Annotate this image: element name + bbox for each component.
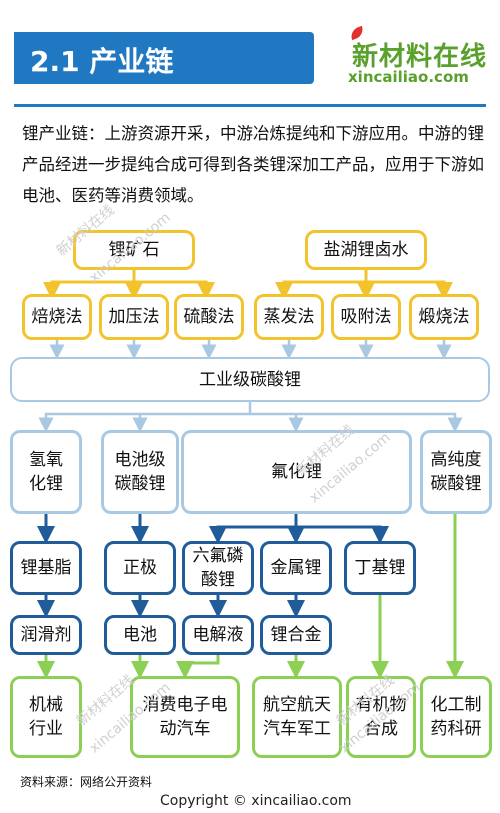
application-organic-synthesis: 有机物合成 [346,676,416,758]
product-cathode: 正极 [104,541,176,595]
intro-paragraph: 锂产业链：上游资源开采，中游冶炼提纯和下游应用。中游的锂产品经进一步提纯合成可得… [22,124,484,205]
product-butyllithium: 丁基锂 [344,541,416,595]
method-calcination: 煅烧法 [409,294,479,340]
mid-lithium-fluoride: 氟化锂 [181,430,412,514]
intermediate-electrolyte: 电解液 [182,615,254,655]
application-chemical-pharma-research: 化工制药科研 [420,676,492,758]
product-lithium-hexafluorophosphate: 六氟磷酸锂 [182,541,254,595]
header-divider [14,104,486,107]
logo-name-en: xincailiao.com [348,68,469,86]
method-sulfuric-acid: 硫酸法 [174,294,244,340]
method-evaporation: 蒸发法 [254,294,324,340]
source-salt-lake-brine: 盐湖锂卤水 [305,230,427,270]
page-title: 2.1 产业链 [30,45,174,78]
intermediate-battery: 电池 [104,615,176,655]
copyright-notice: Copyright © xincailiao.com [160,793,352,809]
mid-lithium-hydroxide: 氢氧化锂 [10,430,82,514]
source-note: 资料来源：网络公开资料 [20,775,153,789]
product-lithium-grease: 锂基脂 [10,541,82,595]
application-aerospace-automotive-military: 航空航天汽车军工 [252,676,342,758]
intermediate-lubricant: 润滑剂 [10,615,82,655]
application-machinery: 机械行业 [10,676,82,758]
intermediate-lithium-alloy: 锂合金 [260,615,332,655]
application-consumer-electronics-ev: 消费电子电动汽车 [130,676,240,758]
mid-battery-grade-lithium-carbonate: 电池级碳酸锂 [101,430,179,514]
product-metallic-lithium: 金属锂 [260,541,332,595]
mid-high-purity-lithium-carbonate: 高纯度碳酸锂 [420,430,492,514]
method-roasting: 焙烧法 [22,294,92,340]
method-adsorption: 吸附法 [331,294,401,340]
method-pressure: 加压法 [99,294,169,340]
source-lithium-ore: 锂矿石 [73,230,195,270]
logo-name-cn: 新材料在线 [352,42,488,72]
hub-industrial-lithium-carbonate: 工业级碳酸锂 [10,357,490,402]
header-bar [14,32,314,84]
